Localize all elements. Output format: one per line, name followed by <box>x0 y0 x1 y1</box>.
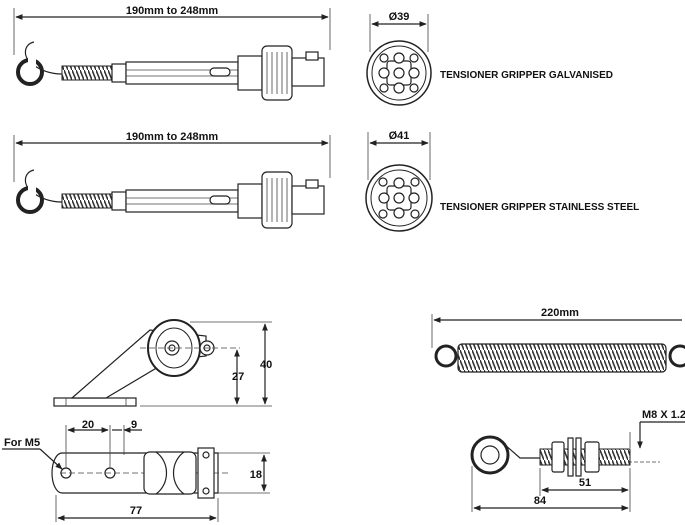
hole-spacing-dimension: 20 <box>82 419 94 431</box>
pulley-bracket-side-view: 40 27 <box>53 319 272 407</box>
thread-length-dimension: 51 <box>579 477 591 489</box>
spring-coils <box>457 343 667 373</box>
pulley-wheel-top <box>143 451 197 495</box>
spring-end-loop <box>668 344 685 368</box>
bolt-eye <box>470 435 510 475</box>
length-dimension: 190mm to 248mm <box>126 131 219 143</box>
diameter-dimension: Ø39 <box>389 11 410 23</box>
height-dimension: 40 <box>260 359 272 371</box>
tensioner-stainless-drawing: 190mm to 248mm <box>13 131 331 229</box>
washer <box>567 437 574 477</box>
spring-end-loop <box>434 344 458 368</box>
tension-spring-drawing: 220mm <box>431 307 685 373</box>
axle-height-dimension: 27 <box>232 371 244 383</box>
product-label: TENSIONER GRIPPER STAINLESS STEEL <box>440 202 639 213</box>
thread-dimension: M8 X 1.25 <box>642 409 685 421</box>
hole-note: For M5 <box>4 437 40 449</box>
offset-dimension: 9 <box>131 419 137 431</box>
diameter-dimension: Ø41 <box>389 130 410 142</box>
eye-bolt-drawing: M8 X 1.25 51 84 <box>470 409 685 512</box>
product-label: TENSIONER GRIPPER GALVANISED <box>440 70 613 81</box>
gripper-end-view-galvanised: Ø39 <box>366 11 432 106</box>
spring-length-dimension: 220mm <box>541 307 579 319</box>
washer <box>575 437 582 477</box>
nut <box>551 441 565 473</box>
tensioner-galvanised-drawing: 190mm to 248mm <box>13 5 331 101</box>
length-dimension: 77 <box>130 505 142 517</box>
hex-nut <box>111 63 127 83</box>
threaded-rod <box>61 65 113 81</box>
width-dimension: 18 <box>250 469 262 481</box>
length-dimension: 190mm to 248mm <box>126 5 219 17</box>
gripper-end-view-stainless: Ø41 <box>365 130 433 232</box>
pulley-bracket-top-view: 20 9 For M5 18 77 <box>2 419 270 522</box>
overall-length-dimension: 84 <box>534 495 547 507</box>
nut <box>584 441 600 473</box>
